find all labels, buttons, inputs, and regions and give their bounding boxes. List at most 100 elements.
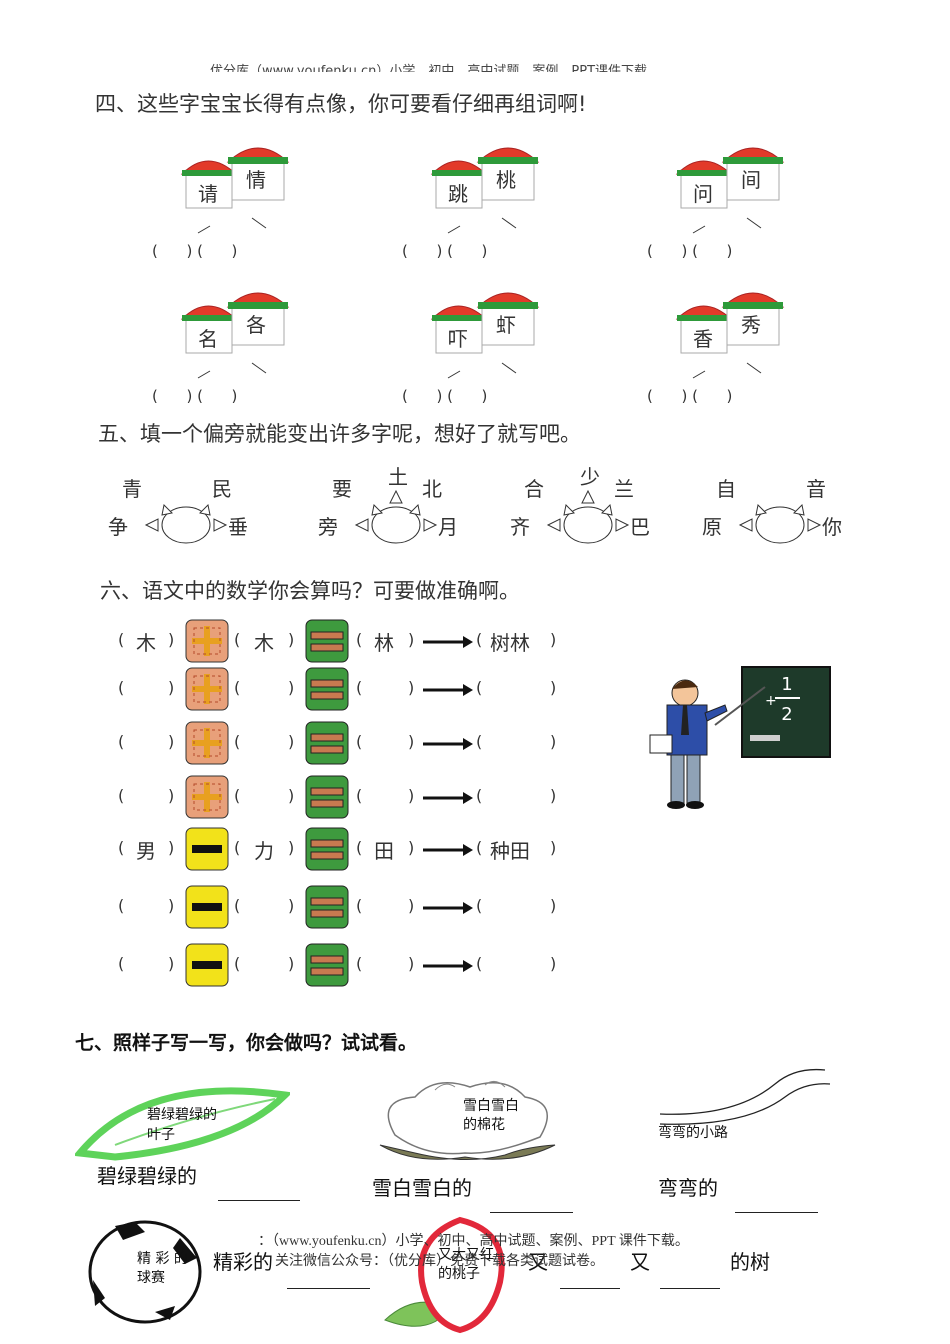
svg-text:): ) (168, 954, 174, 973)
svg-text:(: ( (118, 732, 124, 751)
svg-text:): ) (288, 838, 294, 857)
you-char-2: 又 (630, 1250, 650, 1274)
answer-blank-5[interactable] (560, 1288, 620, 1289)
answer-blank-2[interactable] (490, 1212, 573, 1213)
svg-text:): ) (550, 954, 556, 973)
math-row-shapes: ()()()() (118, 827, 556, 871)
svg-text:): ) (288, 678, 294, 697)
svg-text:(: ( (476, 896, 482, 915)
svg-text:(: ( (118, 678, 124, 697)
svg-text:): ) (550, 678, 556, 697)
svg-text:): ) (168, 838, 174, 857)
math-slot-a: 木 (136, 631, 156, 655)
svg-text:(: ( (118, 786, 124, 805)
house-left-char: 吓 (448, 327, 468, 351)
teacher-illustration: 1 + 2 (649, 666, 831, 809)
svg-text:(: ( (118, 954, 124, 973)
chalkboard (741, 666, 831, 758)
house-pair-icon (430, 147, 540, 234)
house-right-char: 秀 (741, 313, 761, 337)
svg-text:): ) (550, 838, 556, 857)
answer-blank-6[interactable] (660, 1288, 720, 1289)
sun-char-right: 月 (438, 515, 458, 539)
soccer-ball-icon (88, 1220, 202, 1324)
svg-text:): ) (408, 630, 414, 649)
house-pair-icon (675, 292, 785, 379)
house-group: 吓 虾 ( ) ( ) (402, 285, 590, 415)
svg-text:): ) (168, 786, 174, 805)
answer-parens[interactable]: ( ) ( ) (152, 242, 238, 260)
section6-title: 六、语文中的数学你会算吗？可要做准确啊。 (100, 579, 520, 603)
house-group: 香 秀 ( ) ( ) (647, 285, 835, 415)
board-operator: + (765, 693, 777, 709)
house-left-char: 请 (198, 182, 218, 206)
answer-parens[interactable]: ( ) ( ) (402, 387, 488, 405)
board-denominator: 2 (781, 704, 792, 725)
answer-parens[interactable]: ( ) ( ) (647, 242, 733, 260)
sun-char-right: 垂 (228, 515, 248, 539)
svg-text:(: ( (476, 732, 482, 751)
sun-char-top-right: 民 (212, 477, 232, 501)
math-row: () () () () (118, 774, 578, 820)
math-row: ()()()() (118, 884, 578, 930)
svg-text:): ) (408, 786, 414, 805)
house-pair-icon (675, 147, 785, 234)
you-char-1: 又 (528, 1250, 548, 1274)
house-left-char: 名 (198, 327, 218, 351)
page-header-cut: 优分库（www.youfenku.cn）小学、初中、高中试题、案例、PPT课件下… (210, 64, 648, 72)
answer-blank-3[interactable] (735, 1212, 818, 1213)
ball-label-2: 球赛 (137, 1270, 165, 1286)
house-right-char: 虾 (496, 313, 516, 337)
house-right-char: 情 (246, 168, 266, 192)
svg-text:): ) (550, 630, 556, 649)
sun-char-top-left: 自 (716, 477, 736, 501)
svg-text:(: ( (476, 786, 482, 805)
math-slot-c: 田 (374, 839, 394, 863)
section4-title: 四、这些字宝宝长得有点像，你可要看仔细再组词啊! (95, 92, 587, 116)
svg-text:): ) (288, 786, 294, 805)
math-row-shapes: () () () () (118, 775, 556, 819)
peach-label-1: 又大又红 (438, 1247, 494, 1263)
ball-label-1: 精 彩 的 (137, 1251, 188, 1267)
sun-char-top-left: 要 (332, 477, 352, 501)
answer-blank-4[interactable] (287, 1288, 370, 1289)
tree-text: 的树 (730, 1250, 770, 1274)
svg-text:): ) (288, 896, 294, 915)
math-row: ()()()()男力田种田 (118, 826, 578, 872)
answer-parens[interactable]: ( ) ( ) (152, 387, 238, 405)
answer-parens[interactable]: ( ) ( ) (647, 387, 733, 405)
road-icon (659, 1068, 831, 1125)
sun-char-right: 你 (822, 515, 842, 539)
road-label: 弯弯的小路 (658, 1125, 728, 1141)
svg-text:(: ( (118, 896, 124, 915)
math-row: ()()()() (118, 942, 578, 988)
house-left-char: 跳 (448, 182, 468, 206)
house-group: 请 情 ( ) ( ) (152, 140, 340, 270)
svg-text:): ) (550, 786, 556, 805)
example-3-text: 弯弯的 (658, 1176, 718, 1200)
svg-text:): ) (288, 630, 294, 649)
math-slot-b: 木 (254, 631, 274, 655)
svg-text:(: ( (234, 732, 240, 751)
svg-text:(: ( (476, 838, 482, 857)
answer-parens[interactable]: ( ) ( ) (402, 242, 488, 260)
house-left-char: 香 (693, 327, 713, 351)
svg-text:(: ( (356, 732, 362, 751)
svg-text:(: ( (476, 678, 482, 697)
leaf-label-2: 叶子 (147, 1127, 175, 1143)
svg-text:): ) (168, 732, 174, 751)
math-row: ()()()() (118, 720, 578, 766)
peach-icon (384, 1216, 505, 1334)
math-row: ()()()()木木林树林 (118, 618, 578, 664)
board-numerator: 1 (781, 674, 792, 695)
svg-text:(: ( (234, 786, 240, 805)
svg-text:): ) (408, 896, 414, 915)
svg-text:(: ( (356, 786, 362, 805)
svg-text:(: ( (234, 838, 240, 857)
svg-text:(: ( (476, 954, 482, 973)
sun-char-left: 旁 (318, 515, 338, 539)
svg-text:(: ( (234, 954, 240, 973)
svg-text:(: ( (356, 954, 362, 973)
svg-text:(: ( (118, 630, 124, 649)
answer-blank-1[interactable] (218, 1200, 300, 1201)
